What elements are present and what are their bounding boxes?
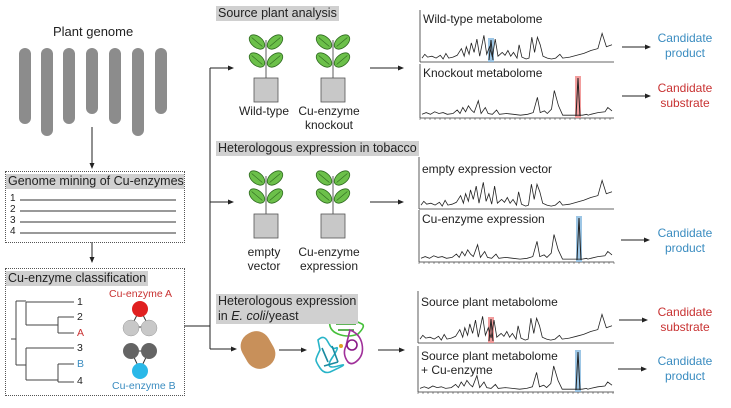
- highlighted-peak: [488, 318, 494, 342]
- peak-highlight-red: [488, 317, 494, 343]
- ecoli-yeast-cell: [240, 331, 276, 369]
- peak-highlight-blue: [575, 350, 581, 392]
- tree-leaf-label-b: B: [77, 358, 85, 370]
- potted-plant-icon: [248, 34, 284, 103]
- peak-highlight-blue: [488, 38, 494, 62]
- highlighted-peak: [576, 217, 582, 261]
- tree-leaf-label: 1: [77, 296, 83, 308]
- chromatogram-title: Wild-type metabolome: [423, 12, 543, 26]
- chromatogram-title: Source plant metabolome: [421, 295, 558, 309]
- cu-enzyme-a-label: Cu-enzyme A: [109, 288, 173, 300]
- chromatogram-trace: [420, 234, 613, 260]
- section-title-line: Heterologous expression: [218, 294, 357, 308]
- section-title-tobacco: Heterologous expression in tobacco: [216, 141, 419, 156]
- mining-row-labels: 1 2 3 4: [10, 193, 16, 237]
- chromatogram: [417, 346, 614, 394]
- copper-site-gray: [122, 319, 140, 337]
- chromosome: [63, 48, 75, 124]
- potted-plant-icon: [315, 170, 351, 239]
- highlighted-peak: [575, 77, 581, 117]
- copper-site-cyan: [132, 363, 148, 379]
- plant-pot: [253, 77, 279, 103]
- chromatogram-title: Knockout metabolome: [423, 66, 543, 80]
- chromosome: [86, 48, 98, 114]
- copper-site-gray: [140, 319, 158, 337]
- chromatogram: [419, 64, 614, 120]
- chromosome: [132, 48, 144, 136]
- mining-row-label: 3: [10, 215, 16, 226]
- cu-enzyme-b-structure: [123, 343, 157, 379]
- mining-row-label: 4: [10, 226, 16, 237]
- chromatogram-title: Source plant metabolome+ Cu-enzyme: [421, 349, 558, 377]
- cu-enzyme-a-structure: [122, 301, 158, 337]
- highlighted-peak: [575, 351, 581, 391]
- chromatogram-title: empty expression vector: [422, 162, 553, 176]
- peak-highlight-red: [575, 76, 581, 118]
- chromatogram-title: Cu-enzyme expression: [422, 212, 545, 226]
- chromatogram-trace: [421, 32, 613, 60]
- highlighted-peak: [488, 39, 494, 61]
- section-title-ecoli-yeast: Heterologous expression in E. coli/yeast: [216, 294, 359, 324]
- peak-highlight-blue: [576, 216, 582, 262]
- section-title-source-plant: Source plant analysis: [216, 6, 339, 21]
- chromosome: [155, 48, 167, 114]
- chromosomes: [19, 48, 167, 136]
- chromosome: [41, 48, 53, 136]
- workflow-connectors: [184, 44, 651, 372]
- genome-mining-title: Genome mining of Cu-enzymes: [6, 174, 184, 189]
- plant-label-wild-type: Wild-type: [238, 104, 289, 118]
- mining-row-label: 2: [10, 204, 16, 215]
- copper-site-red: [132, 301, 148, 317]
- plant-pot: [320, 77, 346, 103]
- copper-site-dark: [141, 343, 157, 359]
- genome-title: Plant genome: [53, 24, 134, 39]
- chromatogram: [419, 10, 614, 63]
- potted-plant-icon: [315, 34, 351, 103]
- chromatogram-trace: [420, 178, 613, 207]
- classification-box: [5, 268, 185, 396]
- protein-structure-icon: [315, 315, 365, 374]
- plant-pot: [320, 213, 346, 239]
- potted-plant-icon: [248, 170, 284, 239]
- chromatogram-trace: [421, 90, 613, 116]
- genome-mining-box: [5, 171, 185, 243]
- mining-lines: [20, 199, 176, 234]
- chromatogram: [418, 157, 614, 210]
- chromatogram: [418, 210, 615, 264]
- classification-title: Cu-enzyme classification: [6, 271, 149, 286]
- chromosome: [109, 48, 121, 124]
- cu-enzyme-b-label: Cu-enzyme B: [112, 380, 176, 392]
- phylogenetic-tree: [11, 300, 74, 383]
- mining-row-label: 1: [10, 193, 16, 204]
- tree-leaf-label: 3: [77, 342, 83, 354]
- tree-leaf-label: 2: [77, 311, 83, 323]
- tree-leaf-label: 4: [77, 375, 83, 387]
- chromosome: [19, 48, 31, 124]
- tree-leaf-label-a: A: [77, 327, 85, 339]
- section-title-line: in E. coli/yeast: [218, 309, 299, 323]
- copper-site-dark: [123, 343, 139, 359]
- chromatogram: [417, 291, 614, 344]
- chromatogram-trace: [419, 313, 613, 341]
- plant-pot: [253, 213, 279, 239]
